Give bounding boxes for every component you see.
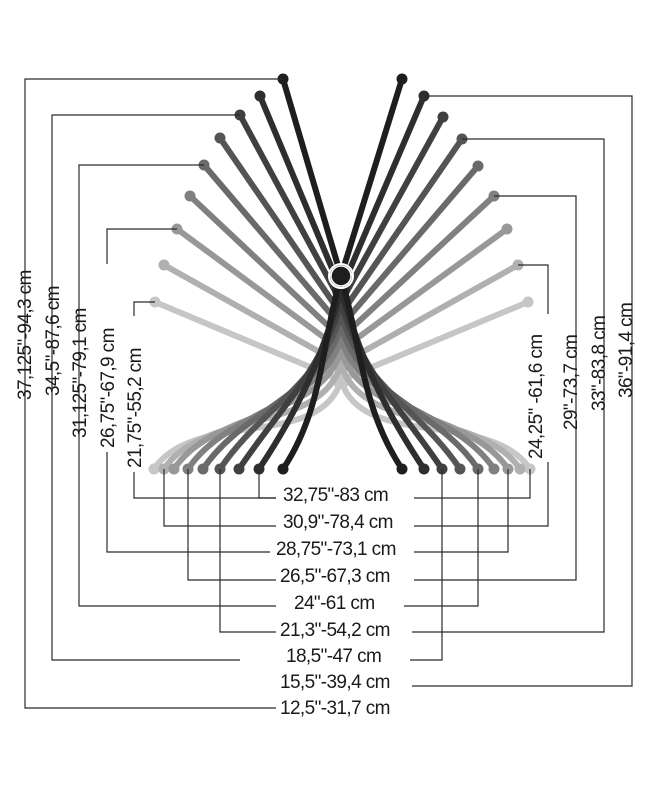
floor-dot-left-0 [277,463,289,475]
top-dot-left-3 [214,132,226,144]
right-label-1: 29"-73,7 cm [561,335,582,430]
left-label-3: 26,75"-67,9 cm [98,328,119,448]
upper-leg-right-0 [338,76,405,279]
leader-left-0 [24,78,283,709]
leader-left-4b [133,472,276,499]
leader-right-0 [412,95,633,687]
lower-leg-right-3 [338,311,463,472]
upper-leg-right-6 [338,226,510,353]
upper-leg-left-7 [161,262,344,367]
stand-legs [148,73,536,475]
leader-right-3b [414,462,549,527]
hub-0 [330,265,352,287]
lower-leg-right-7 [338,361,523,472]
leader-left-4a [133,301,155,316]
bottom-label-5: 21,3"-54,2 cm [280,620,390,641]
leader-floor-left-b [187,469,276,581]
upper-leg-left-1 [257,93,344,293]
hub-ring [328,263,354,289]
leader-floor-left-a [163,469,276,527]
top-dot-left-1 [254,90,266,102]
bottom-label-3: 26,5"-67,3 cm [280,566,390,587]
leader-floor-left-d [258,469,276,499]
bottom-label-1: 30,9"-78,4 cm [283,512,393,533]
top-dot-left-7 [158,259,170,271]
upper-leg-right-7 [338,262,521,367]
floor-dot-left-6 [168,463,180,475]
bottom-label-8: 12,5"-31,7 cm [280,698,390,719]
leader-floor-right-d [414,469,531,499]
floor-dot-right-0 [396,463,408,475]
upper-leg-left-0 [280,76,344,279]
dimension-labels: 32,75"-83 cm 30,9"-78,4 cm 28,75"-73,1 c… [15,270,637,719]
left-label-1: 34,5"-87,6 cm [43,286,64,396]
top-dot-right-8 [522,296,534,308]
upper-leg-right-2 [338,114,446,305]
upper-leg-left-2 [237,112,344,305]
upper-leg-left-4 [201,162,344,329]
left-label-2: 31,125"-79,1 cm [70,308,91,438]
leader-floor-left-c [219,469,276,633]
upper-leg-right-4 [338,163,481,329]
leader-right-2 [414,195,577,581]
upper-leg-right-5 [338,193,497,341]
floor-dot-left-8 [148,463,160,475]
dimension-leader-lines [24,78,633,709]
leader-left-2 [78,164,276,607]
lower-leg-right-0 [338,273,405,472]
upper-leg-left-5 [187,193,344,341]
leader-left-3b [106,452,270,553]
bottom-label-2: 28,75"-73,1 cm [276,539,396,560]
right-label-3: 36"-91,4 cm [616,303,637,398]
floor-dot-left-2 [233,463,245,475]
lower-leg-left-3 [217,311,344,472]
right-label-0: 24,25" -61,6 cm [526,335,547,459]
upper-leg-right-3 [338,136,465,317]
leader-right-3a [518,264,549,314]
floor-dot-right-3 [454,463,466,475]
top-dot-right-2 [437,111,449,123]
floor-dot-right-7 [514,463,526,475]
leader-left-1 [51,114,240,661]
top-dot-right-0 [396,73,408,85]
leader-floor-right-a [410,469,443,661]
right-label-2: 33"-83,8 cm [589,316,610,411]
left-label-0: 37,125"-94,3 cm [15,270,36,400]
leader-floor-right-b [404,469,479,607]
upper-leg-right-1 [338,93,427,293]
leader-floor-right-c [414,469,509,553]
bottom-label-4: 24"-61 cm [294,593,375,614]
lower-leg-left-0 [280,273,344,472]
floor-dot-right-5 [488,463,500,475]
top-dot-left-5 [184,190,196,202]
leg-set-0 [277,73,408,475]
floor-dot-left-4 [197,463,209,475]
bottom-label-7: 15,5"-39,4 cm [280,672,390,693]
upper-leg-left-3 [217,135,344,317]
bottom-label-0: 32,75"-83 cm [283,485,388,506]
leader-left-3a [106,228,177,264]
floor-dot-right-1 [418,463,430,475]
leader-right-1 [412,138,605,633]
left-label-4: 21,75"-55,2 cm [125,348,146,468]
leg-set-3 [214,132,468,475]
top-dot-right-6 [501,223,513,235]
upper-leg-left-6 [174,226,344,353]
bottom-label-6: 18,5"-47 cm [286,646,381,667]
top-dot-right-4 [472,160,484,172]
